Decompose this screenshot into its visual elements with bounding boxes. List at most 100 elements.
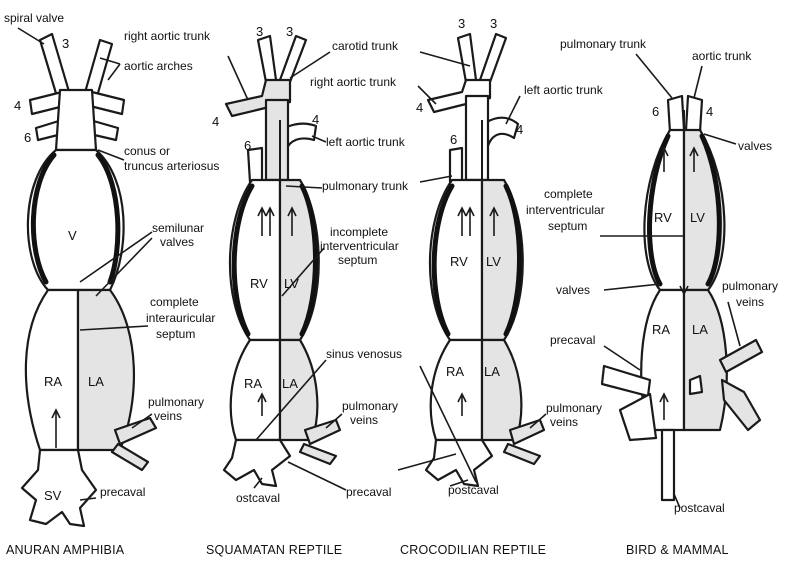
chamber-LV-p4: LV: [690, 210, 705, 225]
label-pulmonary-veins-3b: veins: [550, 415, 578, 429]
leader-valves-mid: [604, 284, 660, 290]
croc-pulmonary-6: [450, 148, 462, 182]
leader-spiral-valve: [18, 28, 44, 44]
label-semilunar-1: semilunar: [152, 221, 204, 235]
croc-arch-3-right: [480, 34, 506, 82]
chamber-RA-p3: RA: [446, 364, 464, 379]
anuran-conus: [56, 90, 96, 150]
squamatan-pulmonary-6: [248, 148, 262, 182]
label-complete-interauricular-3: septum: [156, 327, 195, 341]
label-carotid-trunk: carotid trunk: [332, 39, 399, 53]
num-4-p3a: 4: [416, 100, 423, 115]
chamber-SV: SV: [44, 488, 62, 503]
bird-pulmonary-vein-b: [722, 380, 760, 430]
caption-crocodilian: CROCODILIAN REPTILE: [400, 543, 546, 557]
chamber-RV-p4: RV: [654, 210, 672, 225]
croc-right-atrium: [431, 340, 482, 440]
leader-valves-top: [704, 134, 736, 144]
label-incomplete-2: interventricular: [320, 239, 399, 253]
chamber-LV-p2: LV: [284, 276, 299, 291]
bird-pulmonary-root: [668, 96, 684, 132]
chamber-RA-p1: RA: [44, 374, 62, 389]
label-right-aortic-trunk: right aortic trunk: [124, 29, 211, 43]
croc-pulmonary-vein-b: [504, 444, 540, 464]
label-valves-top: valves: [738, 139, 772, 153]
num-4-p4: 4: [706, 104, 713, 119]
num-6-p2: 6: [244, 138, 251, 153]
num-4-p2a: 4: [212, 114, 219, 129]
label-pulmonary-trunk: pulmonary trunk: [322, 179, 409, 193]
label-pulmonary-veins-2b: veins: [350, 413, 378, 427]
num-4-p3b: 4: [516, 122, 523, 137]
label-aortic-trunk: aortic trunk: [692, 49, 752, 63]
label-pulmonary-veins-1a: pulmonary: [148, 395, 204, 409]
chamber-RA-p2: RA: [244, 376, 262, 391]
caption-squamatan: SQUAMATAN REPTILE: [206, 543, 342, 557]
label-right-aortic-trunk-2: right aortic trunk: [310, 75, 397, 89]
leader-aortic-trunk: [694, 66, 702, 98]
label-left-aortic-trunk: left aortic trunk: [326, 135, 406, 149]
label-ostcaval: ostcaval: [236, 491, 280, 505]
croc-arch-3-left: [458, 34, 476, 82]
label-complete-interauricular-1: complete: [150, 295, 199, 309]
num-6-p4: 6: [652, 104, 659, 119]
num-3-p2b: 3: [286, 24, 293, 39]
label-valves-mid: valves: [556, 283, 590, 297]
chamber-LA-p3: LA: [484, 364, 500, 379]
label-spiral-valve: spiral valve: [4, 11, 64, 25]
num-3-p3b: 3: [490, 16, 497, 31]
anuran-pulmonary-vein-b: [112, 444, 148, 470]
label-precaval-1: precaval: [100, 485, 145, 499]
num-4-p2b: 4: [312, 112, 319, 127]
label-complete-interventricular-1: complete: [544, 187, 593, 201]
leader-pulmonary-trunk-2: [636, 54, 672, 98]
chamber-LA-p1: LA: [88, 374, 104, 389]
leader-pulmonary-croc: [420, 176, 452, 182]
squamatan-pulmonary-vein-b: [300, 444, 336, 464]
label-aortic-arches: aortic arches: [124, 59, 193, 73]
caption-anuran: ANURAN AMPHIBIA: [6, 543, 125, 557]
leader-precaval-3: [604, 346, 640, 370]
chamber-LV-p3: LV: [486, 254, 501, 269]
label-pulmonary-veins-3a: pulmonary: [546, 401, 602, 415]
num-4-p1: 4: [14, 98, 21, 113]
croc-aortic-trunk-body: [466, 96, 488, 180]
label-pulmonary-veins-4a: pulmonary: [722, 279, 778, 293]
chamber-RV-p2: RV: [250, 276, 268, 291]
label-complete-interventricular-3: septum: [548, 219, 587, 233]
bird-aortic-root: [686, 96, 702, 132]
label-semilunar-2: valves: [160, 235, 194, 249]
label-incomplete-3: septum: [338, 253, 377, 267]
anuran-arch-4-right: [90, 92, 124, 114]
num-6-p1: 6: [24, 130, 31, 145]
bird-precaval-lower: [620, 394, 656, 440]
caption-bird-mammal: BIRD & MAMMAL: [626, 543, 729, 557]
croc-left-atrium: [482, 340, 521, 440]
label-pulmonary-veins-1b: veins: [154, 409, 182, 423]
num-6-p3: 6: [450, 132, 457, 147]
label-sinus-venosus: sinus venosus: [326, 347, 402, 361]
label-complete-interventricular-2: interventricular: [526, 203, 605, 217]
label-conus-1: conus or: [124, 144, 170, 158]
leader-right-aortic-trunk: [228, 56, 248, 100]
num-3-p1: 3: [62, 36, 69, 51]
chamber-RV-p3: RV: [450, 254, 468, 269]
label-precaval-3: precaval: [550, 333, 595, 347]
label-postcaval-1: postcaval: [448, 483, 499, 497]
chamber-LA-p4: LA: [692, 322, 708, 337]
squamatan-aortic-trunk-body: [266, 100, 288, 180]
chamber-V: V: [68, 228, 77, 243]
label-incomplete-1: incomplete: [330, 225, 388, 239]
leader-precaval-2: [288, 462, 346, 490]
num-3-p3a: 3: [458, 16, 465, 31]
squamatan-arch-3-left: [258, 36, 276, 82]
squamatan-heart: [224, 36, 346, 490]
bird-precaval-right: [690, 376, 702, 394]
label-postcaval-2: postcaval: [674, 501, 725, 515]
anuran-right-atrium: [26, 290, 78, 450]
label-pulmonary-trunk-2: pulmonary trunk: [560, 37, 647, 51]
label-complete-interauricular-2: interauricular: [146, 311, 215, 325]
leader-aortic-arches-2: [108, 64, 120, 80]
